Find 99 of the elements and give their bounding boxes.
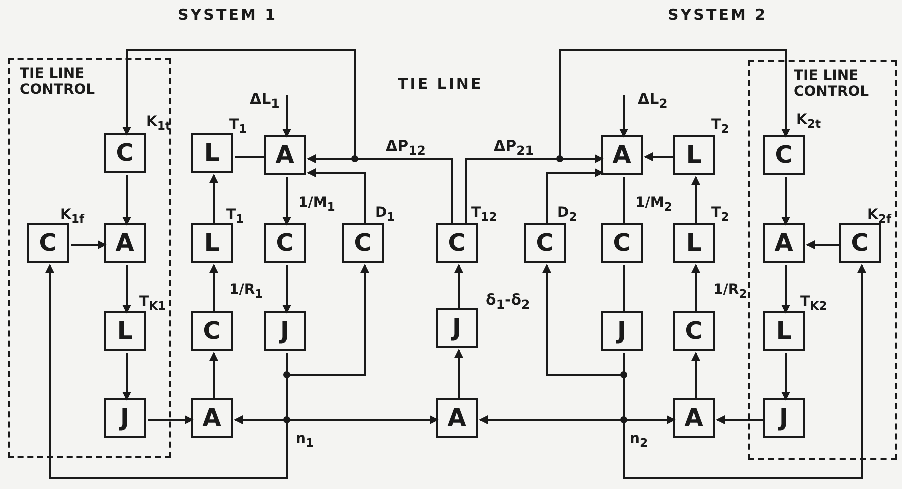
parameter-label: K$_{2f}$ [868,208,892,225]
signal-arrow [782,177,790,226]
signal-arrow [546,168,604,225]
block-symbol: A [774,231,794,255]
block-symbol: J [452,316,462,340]
block-symbol: C [354,231,372,255]
signal-arrow [46,264,288,479]
parameter-label: 1/M$_{2}$ [636,196,672,213]
signal-arrow [465,49,790,225]
signal-arrow [692,264,700,313]
block-box [104,398,146,438]
block-box [763,223,805,263]
signal-arrow [122,175,132,226]
block-symbol: J [780,406,788,430]
signal-arrow [782,353,790,401]
block-box [436,398,478,438]
signal-arrow [716,416,765,424]
parameter-label: D$_{1}$ [376,206,396,223]
parameter-label: 1/R$_{2}$ [714,282,748,300]
block-symbol: L [686,143,702,167]
block-symbol: C [775,143,793,167]
parameter-label: T$_{1}$ [226,208,244,225]
block-symbol: J [120,406,130,430]
signal-arrow [210,174,218,225]
block-box [191,398,233,438]
signal-arrow [620,95,628,138]
signal-arrow [148,416,194,424]
parameter-label: 1/R$_{1}$ [230,282,264,300]
block-box [601,135,643,175]
block-box [673,398,715,438]
block-box [763,398,805,438]
signal-arrow [692,352,700,400]
signal-arrow [282,177,292,226]
parameter-label: 1/M$_{1}$ [298,196,336,213]
parameter-label: T$_{12}$ [472,206,498,223]
dashed-group-boundary [8,58,171,458]
block-symbol: L [204,231,220,255]
block-symbol: A [448,406,466,430]
block-symbol: C [613,231,631,255]
block-box [264,135,306,175]
block-symbol: C [203,319,221,343]
block-box [601,311,643,351]
dashed-group-boundary [748,60,897,460]
signal-arrow [71,240,107,250]
parameter-label: T$_{1}$ [230,118,248,135]
signal-arrow [307,168,366,225]
parameter-label: K$_{1f}$ [60,208,85,225]
group-title: TIE LINE CONTROL [20,66,96,98]
signal-arrow [692,176,700,225]
system-heading: SYSTEM 1 [178,8,278,23]
parameter-label: D$_{2}$ [558,206,578,223]
block-symbol: A [276,143,294,167]
signal-arrow [210,264,218,313]
section-label: TIE LINE [398,77,484,92]
signal-label: ΔL$_{2}$ [638,92,668,110]
block-box [264,311,306,351]
block-symbol: J [280,319,290,343]
block-symbol: L [117,319,133,343]
signal-arrow [454,264,464,310]
signal-label: δ$_{1}$-δ$_{2}$ [486,293,530,312]
signal-arrow [454,349,464,400]
group-title: TIE LINE CONTROL [794,68,870,100]
parameter-label: T$_{K2}$ [800,294,828,312]
node-label: n$_{1}$ [296,432,314,450]
system-heading: SYSTEM 2 [668,8,768,23]
block-symbol: C [448,231,466,255]
parameter-label: T$_{2}$ [712,206,730,223]
signal-arrow [644,152,675,162]
node-label: n$_{2}$ [630,432,648,450]
block-symbol: A [684,406,704,430]
signal-arrow [122,353,132,401]
block-symbol: J [618,319,626,343]
block-symbol: A [202,406,222,430]
block-symbol: L [204,141,220,165]
signal-arrow [806,240,841,250]
block-box [436,308,478,348]
block-symbol: C [116,141,134,165]
signal-arrow [122,265,132,314]
block-symbol: C [536,231,554,255]
block-box [104,223,146,263]
block-symbol: L [686,231,702,255]
signal-label: ΔP$_{21}$ [494,139,534,158]
block-symbol: C [851,231,869,255]
block-symbol: A [116,231,134,255]
block-symbol: L [776,319,792,343]
block-symbol: A [612,143,632,167]
block-symbol: C [685,319,703,343]
signal-arrow [210,352,218,400]
block-symbol: C [276,231,294,255]
signal-arrow [282,265,292,314]
signal-arrow [623,264,866,479]
block-symbol: C [39,231,57,255]
signal-arrow [282,95,292,138]
parameter-label: T$_{2}$ [712,118,730,135]
parameter-label: K$_{2t}$ [796,112,822,130]
signal-arrow [782,265,790,314]
parameter-label: T$_{K1}$ [140,294,166,312]
signal-label: ΔL$_{1}$ [250,92,280,110]
signal-label: ΔP$_{12}$ [386,139,426,158]
